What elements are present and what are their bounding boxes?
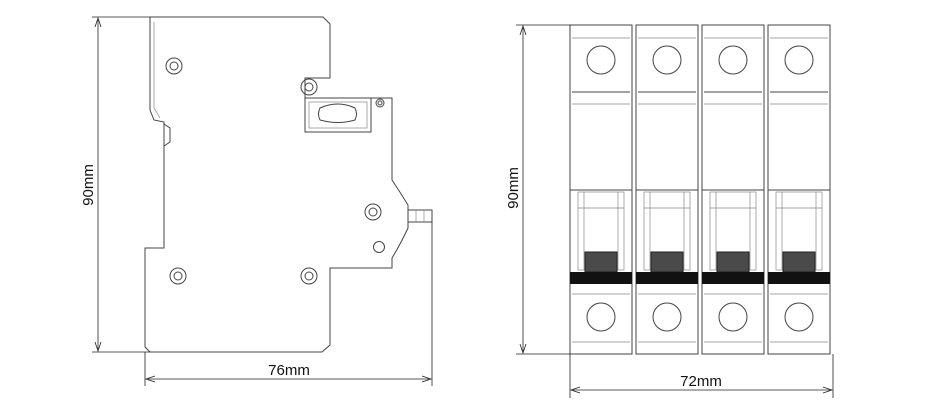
side-view-width-dimension bbox=[144, 222, 433, 386]
side-view-terminal bbox=[407, 209, 433, 223]
side-view-hole bbox=[373, 241, 385, 253]
side-view-screw-top-right bbox=[300, 78, 318, 96]
pole-black-band bbox=[702, 272, 764, 284]
pole-black-band bbox=[570, 272, 632, 284]
side-view-width-label: 76mm bbox=[268, 362, 310, 379]
pole-3 bbox=[701, 24, 765, 355]
side-view-screw-small bbox=[375, 98, 385, 108]
side-view-screw-bottom-right bbox=[300, 267, 318, 285]
pole-toggle-handle bbox=[650, 251, 684, 273]
pole-top-terminal bbox=[652, 45, 682, 75]
front-view-height-label: 90mm bbox=[505, 167, 522, 209]
pole-bottom-terminal bbox=[718, 302, 748, 332]
pole-bottom-terminal bbox=[586, 302, 616, 332]
front-view-width-dimension bbox=[569, 354, 834, 398]
pole-4 bbox=[767, 24, 831, 355]
side-view-clip bbox=[163, 123, 171, 147]
side-view bbox=[92, 16, 433, 386]
pole-toggle-handle bbox=[782, 251, 816, 273]
side-view-inner-edge bbox=[153, 22, 161, 119]
pole-top-terminal bbox=[586, 45, 616, 75]
side-view-height-dimension bbox=[92, 16, 150, 353]
side-view-window-slot bbox=[318, 103, 357, 123]
pole-black-band bbox=[768, 272, 830, 284]
pole-bottom-terminal bbox=[652, 302, 682, 332]
side-view-screw-top-left bbox=[165, 57, 183, 75]
pole-black-band bbox=[636, 272, 698, 284]
side-view-screw-middle bbox=[364, 203, 382, 221]
side-view-window-inner bbox=[308, 101, 368, 129]
pole-top-terminal bbox=[718, 45, 748, 75]
pole-top-terminal bbox=[784, 45, 814, 75]
front-view bbox=[516, 24, 834, 398]
side-view-screw-bottom-left bbox=[169, 267, 187, 285]
side-view-body-outline bbox=[144, 16, 409, 353]
side-view-height-label: 90mm bbox=[80, 164, 97, 206]
side-view-window-frame bbox=[304, 97, 372, 133]
pole-2 bbox=[635, 24, 699, 355]
front-view-width-label: 72mm bbox=[680, 373, 722, 390]
pole-toggle-handle bbox=[584, 251, 618, 273]
pole-toggle-handle bbox=[716, 251, 750, 273]
pole-1 bbox=[569, 24, 633, 355]
front-view-height-dimension bbox=[516, 24, 570, 355]
pole-bottom-terminal bbox=[784, 302, 814, 332]
